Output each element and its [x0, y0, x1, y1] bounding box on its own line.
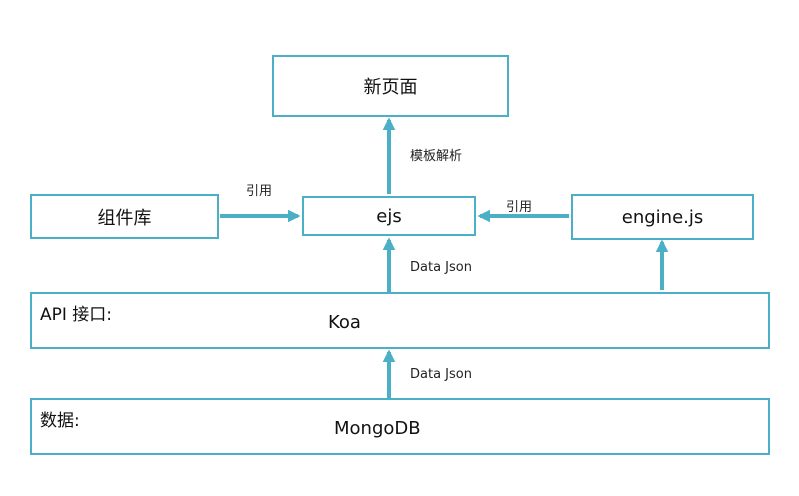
node-new-page-label: 新页面 [363, 77, 418, 98]
edge-label-data-json-lower: Data Json [410, 367, 472, 382]
node-api-koa: API 接口: Koa [30, 292, 770, 349]
edge-label-ref-right: 引用 [506, 200, 533, 215]
node-engine-label: engine.js [621, 206, 704, 228]
node-engine: engine.js [571, 194, 754, 240]
node-component-lib-label: 组件库 [97, 207, 152, 229]
node-api-prefix: API 接口: [40, 305, 113, 325]
node-ejs-label: ejs [376, 205, 402, 227]
node-component-lib: 组件库 [30, 194, 219, 239]
edge-label-data-json-upper: Data Json [410, 260, 472, 275]
edge-label-ref-left: 引用 [246, 184, 273, 199]
node-ejs: ejs [302, 196, 476, 236]
node-db-name: MongoDB [334, 418, 421, 439]
node-data-mongodb: 数据: MongoDB [30, 398, 770, 455]
node-api-name: Koa [328, 312, 361, 333]
node-new-page: 新页面 [272, 55, 509, 117]
edge-label-template-parse: 模板解析 [410, 149, 463, 164]
node-db-prefix: 数据: [40, 411, 80, 431]
